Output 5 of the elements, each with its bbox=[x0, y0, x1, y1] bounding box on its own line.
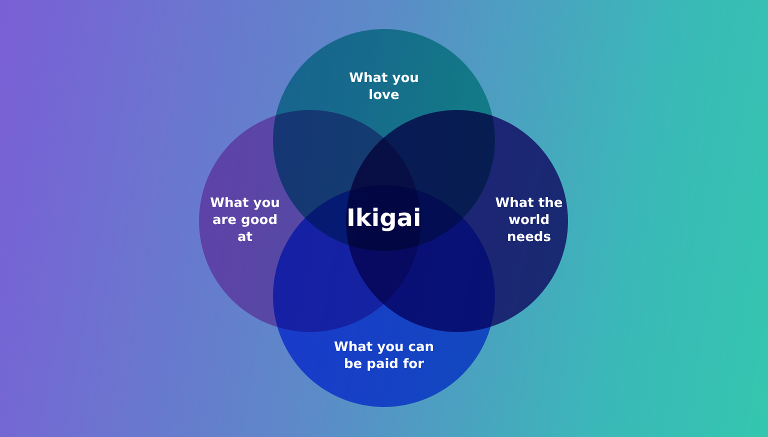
circle-label: What you love bbox=[348, 70, 420, 104]
circle-label: What the world needs bbox=[494, 194, 564, 246]
circle-label: What you can be paid for bbox=[332, 339, 436, 373]
center-label: Ikigai bbox=[346, 204, 422, 232]
circle-label: What you are good at bbox=[210, 194, 280, 246]
